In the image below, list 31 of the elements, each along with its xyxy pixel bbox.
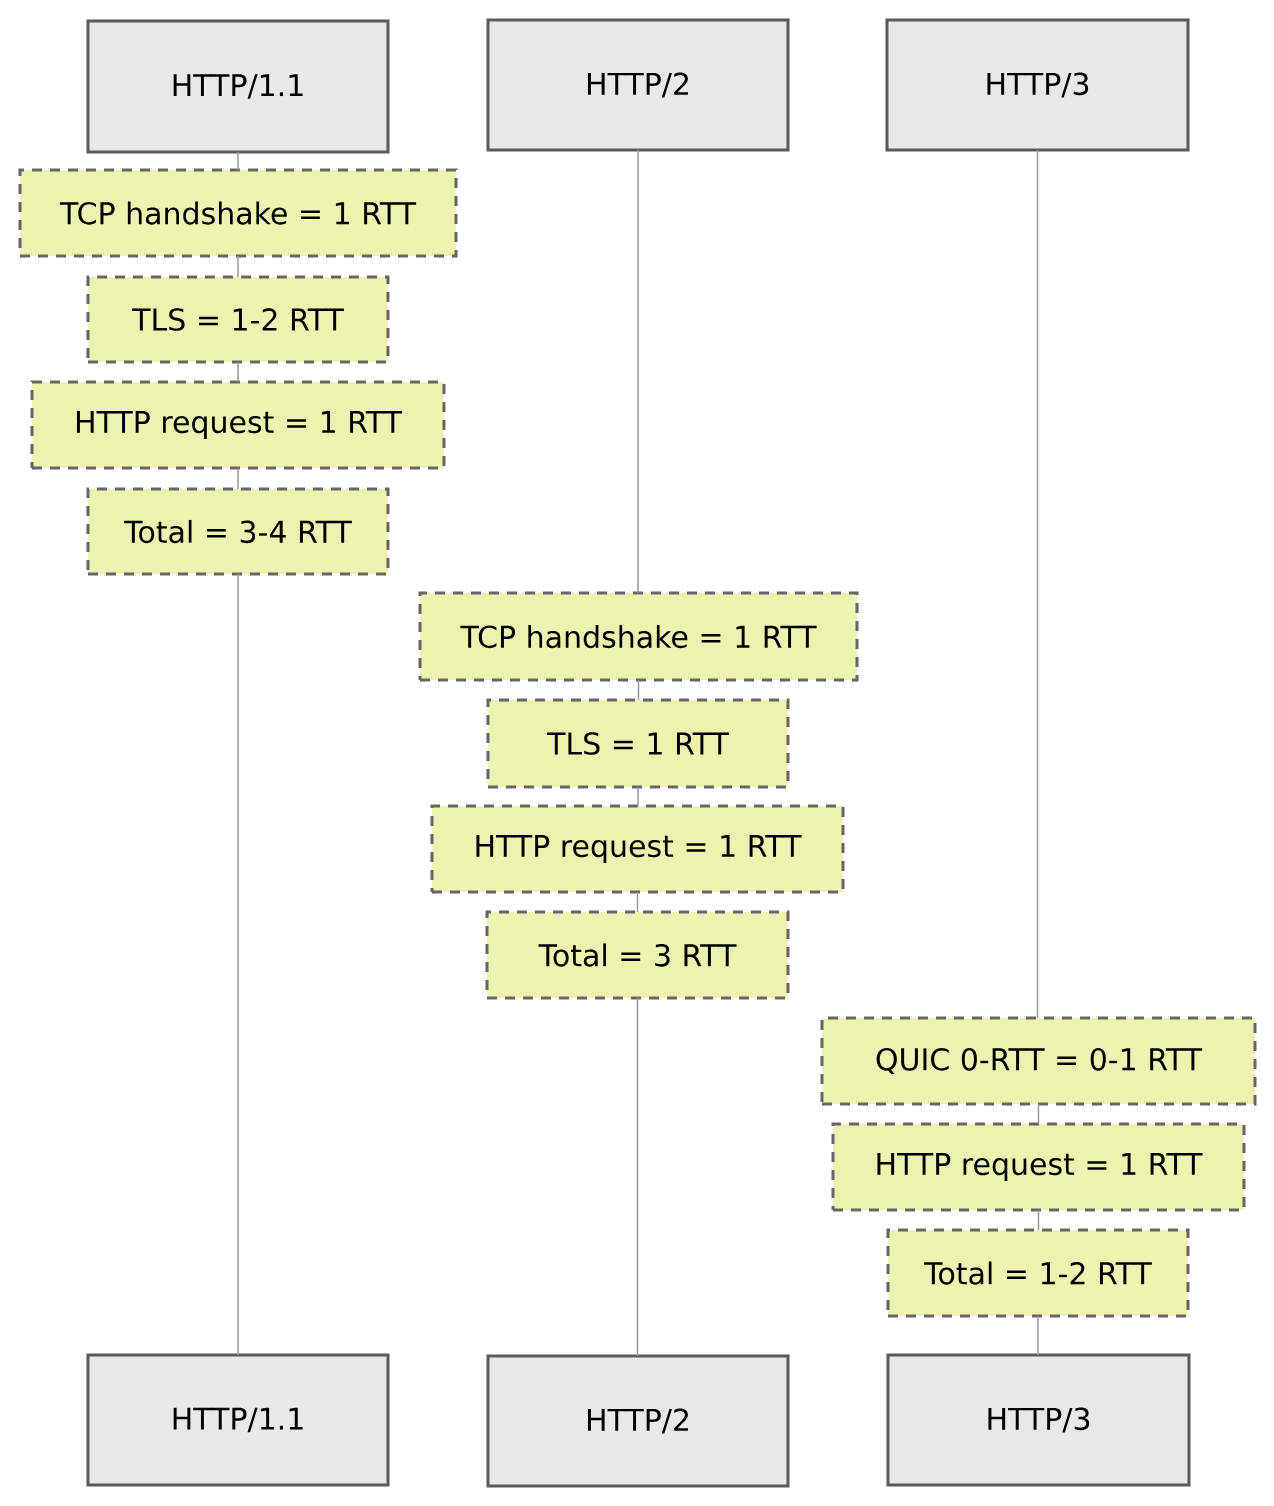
note-box: Total = 3 RTT [485,910,790,1000]
lifeline [237,573,239,1356]
participant-box: HTTP/1.1 [86,1353,390,1487]
lifeline [1037,1315,1039,1356]
lifeline [637,149,639,594]
lifeline [637,786,639,807]
note-box: HTTP request = 1 RTT [430,804,845,894]
note-box: HTTP request = 1 RTT [30,380,446,470]
note-box: TCP handshake = 1 RTT [418,591,859,682]
participant-box: HTTP/2 [486,1354,790,1488]
lifeline [636,891,639,913]
note-box: HTTP request = 1 RTT [831,1122,1246,1212]
lifeline [237,361,239,383]
lifeline [637,679,640,701]
note-box: QUIC 0-RTT = 0-1 RTT [820,1016,1257,1106]
participant-box: HTTP/1.1 [86,19,390,154]
note-box: TLS = 1-2 RTT [86,275,390,364]
lifeline [636,997,639,1357]
note-box: TLS = 1 RTT [486,698,790,789]
note-box: Total = 1-2 RTT [886,1228,1190,1318]
lifeline [1037,1209,1040,1231]
note-box: TCP handshake = 1 RTT [18,168,458,258]
participant-box: HTTP/3 [885,18,1190,152]
note-box: Total = 3-4 RTT [86,487,390,576]
lifeline [237,255,239,278]
participant-box: HTTP/2 [486,18,790,152]
participant-box: HTTP/3 [886,1353,1191,1487]
lifeline [1036,149,1039,1019]
lifeline [237,151,239,171]
lifeline [237,467,239,490]
lifeline [1037,1103,1040,1125]
